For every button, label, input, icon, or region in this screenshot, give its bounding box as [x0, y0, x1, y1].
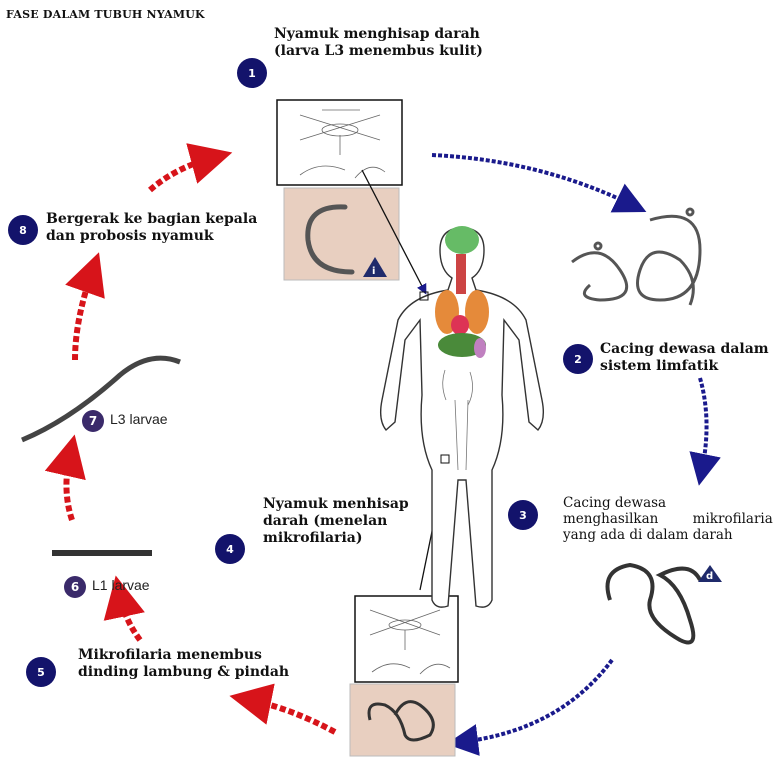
- marker-i-label: i: [372, 266, 375, 277]
- step-badge-2: 2: [563, 344, 593, 374]
- step-badge-4: 4: [215, 534, 245, 564]
- stage-7-number: 7: [82, 410, 104, 432]
- arrow-7-to-8: [75, 272, 92, 360]
- arrow-6-to-7: [66, 455, 72, 520]
- stage-6-label: L1 larvae: [92, 577, 150, 593]
- marker-d-label: d: [706, 571, 713, 582]
- step-1-text: Nyamuk menghisap darah(larva L3 menembus…: [274, 26, 483, 60]
- stage-7-label: L3 larvae: [110, 411, 168, 427]
- arrow-3-to-4: [462, 660, 612, 742]
- step-badge-5: 5: [26, 657, 56, 687]
- arrow-2-to-3: [700, 378, 707, 470]
- arrow-4-to-5: [250, 700, 335, 732]
- microfilaria-worm: [608, 565, 701, 643]
- stage-6-number: 6: [64, 576, 86, 598]
- step-badge-1: 1: [237, 58, 267, 88]
- adult-worms: [572, 209, 700, 305]
- mosquito-panel-top: i: [277, 100, 402, 280]
- arrow-8-to-1: [150, 158, 212, 190]
- step-badge-8: 8: [8, 215, 38, 245]
- arrow-1-to-2: [432, 155, 632, 205]
- arrow-5-to-6: [120, 596, 140, 640]
- mosquito-panel-bottom: [350, 596, 458, 756]
- step-badge-3: 3: [508, 500, 538, 530]
